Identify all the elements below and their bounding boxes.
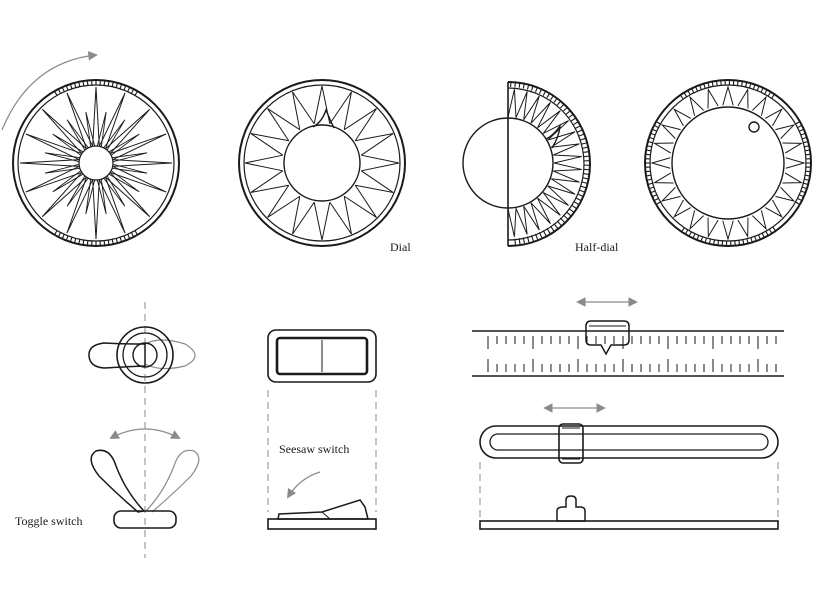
- seesaw-base: [268, 519, 376, 529]
- compass-star: [20, 87, 172, 239]
- slider-knob-side-view: [557, 496, 585, 521]
- slot-inner: [490, 434, 768, 450]
- toggle-lever-side-view: [91, 450, 144, 512]
- rotation-arrow: [2, 55, 96, 130]
- dial-outer-ring: [13, 80, 179, 246]
- slider-base: [480, 521, 778, 529]
- dial-scale-rays: [245, 86, 399, 240]
- dial-knob: [284, 125, 360, 201]
- toggle-lever-alt-side-view: [146, 450, 199, 512]
- seesaw-rocker-side-view: [278, 500, 368, 519]
- dial-scale-teeth: [652, 87, 804, 239]
- dial-label: Dial: [390, 241, 411, 253]
- dial-outer-ring: [645, 80, 811, 246]
- linear-scale-slider: [472, 302, 784, 376]
- seesaw-switch-label: Seesaw switch: [279, 443, 349, 455]
- half-dial-label: Half-dial: [575, 241, 618, 253]
- pointer-tip-icon: [546, 126, 560, 148]
- compass-dial-knob: [2, 55, 179, 246]
- dial-knob-with-dot: [645, 80, 811, 246]
- toggle-switch-label: Toggle switch: [15, 515, 82, 527]
- dial-knob: [672, 107, 784, 219]
- toggle-switch-diagram: [89, 302, 199, 558]
- dial-knob-with-pointer: [239, 80, 405, 246]
- seesaw-switch-diagram: [268, 330, 376, 529]
- indicator-dot-icon: [749, 122, 759, 132]
- half-dial-knob: [463, 81, 590, 246]
- slot-outer: [480, 426, 778, 458]
- scale-ticks: [488, 336, 776, 372]
- slider-knob-top-view: [559, 424, 583, 463]
- slot-slider: [480, 408, 778, 529]
- dial-hub: [79, 146, 113, 180]
- knurled-grip: [511, 81, 590, 245]
- dial-outer-ring: [239, 80, 405, 246]
- seesaw-rock-arrow: [288, 472, 320, 497]
